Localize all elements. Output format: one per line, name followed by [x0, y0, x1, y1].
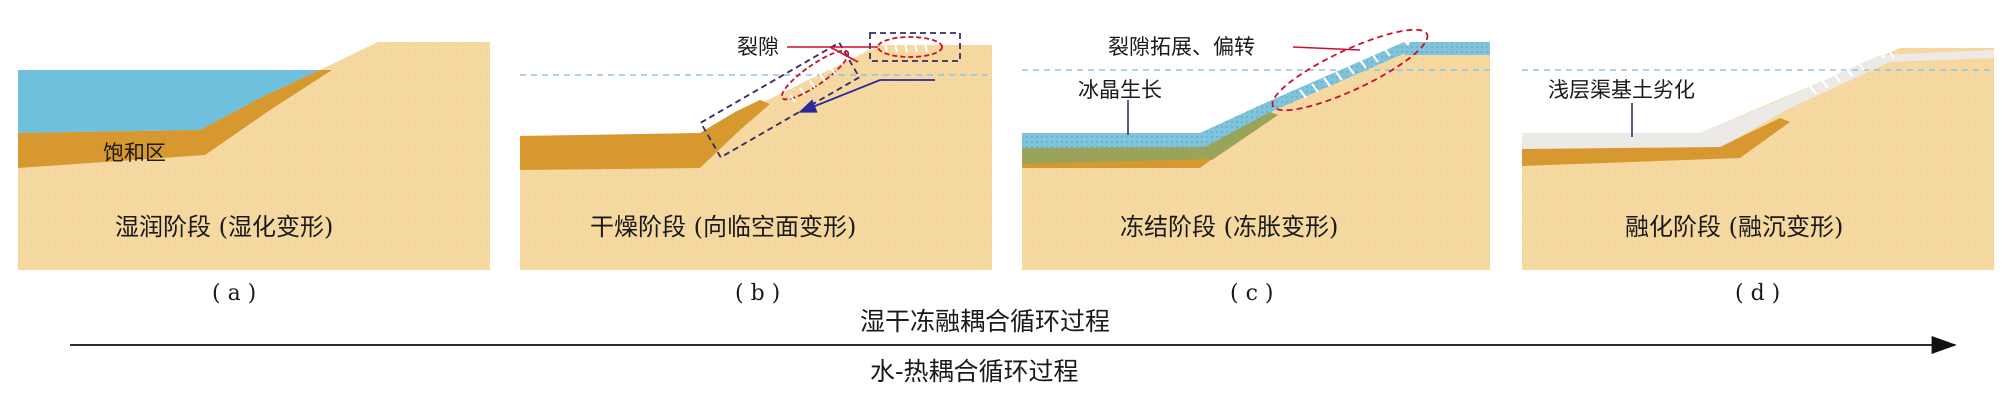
panel-c-ice-top: [1404, 42, 1490, 55]
panel-b-crack-box-slope: [699, 41, 861, 159]
panel-c-crack-marks: [1299, 47, 1391, 99]
panel-c-frozen-zone: [1022, 112, 1278, 166]
panel-b-saturated-zone: [520, 100, 770, 170]
panel-a-zone-label: 饱和区: [103, 141, 166, 165]
panel-b-crack-ellipse-top: [877, 36, 943, 58]
process-bottom-label: 水-热耦合循环过程: [870, 357, 1078, 386]
panel-c-stage-title: 冻结阶段 (冻胀变形): [1120, 213, 1338, 241]
panel-c-leader-crack: [1292, 46, 1361, 51]
panel-a-saturated-zone: [18, 70, 332, 168]
panel-d-degraded-layer: [1522, 50, 1994, 150]
panel-c-annotation-ice: 冰晶生长: [1078, 78, 1162, 102]
panel-c-letter: ( c ): [1230, 281, 1273, 306]
panel-b-annotation: 裂隙: [737, 35, 779, 59]
panel-b-letter: ( b ): [735, 281, 780, 306]
panel-b-crack-marks: [789, 43, 928, 103]
panel-d-stage-title: 融化阶段 (融沉变形): [1625, 213, 1843, 241]
panel-b-stage-title: 干燥阶段 (向临空面变形): [590, 213, 856, 241]
panel-d-crack-marks: [1809, 51, 1895, 95]
panel-b: 裂隙 干燥阶段 (向临空面变形) ( b ): [520, 32, 992, 306]
panel-d-annotation: 浅层渠基土劣化: [1548, 78, 1695, 102]
panel-d-saturated-zone: [1522, 118, 1790, 166]
panel-c: 裂隙拓展、偏转 冰晶生长 冻结阶段 (冻胀变形) ( c ): [1022, 28, 1490, 306]
panel-a-letter: ( a ): [212, 281, 256, 306]
process-top-label: 湿干冻融耦合循环过程: [860, 307, 1110, 336]
panel-d-letter: ( d ): [1735, 281, 1780, 306]
panel-b-crack-ellipse-slope: [780, 49, 850, 101]
panel-d: 浅层渠基土劣化 融化阶段 (融沉变形) ( d ): [1522, 42, 1994, 306]
panel-c-ice-layer: [1022, 42, 1412, 150]
panel-c-annotation-crack: 裂隙拓展、偏转: [1108, 35, 1255, 59]
panel-a-water: [18, 70, 320, 133]
panel-c-crack-ellipse: [1271, 28, 1429, 112]
panel-a-stage-title: 湿润阶段 (湿化变形): [115, 213, 333, 241]
panel-a: 饱和区 湿润阶段 (湿化变形) ( a ): [18, 42, 490, 306]
panel-b-deformation-arrow: [798, 79, 935, 113]
